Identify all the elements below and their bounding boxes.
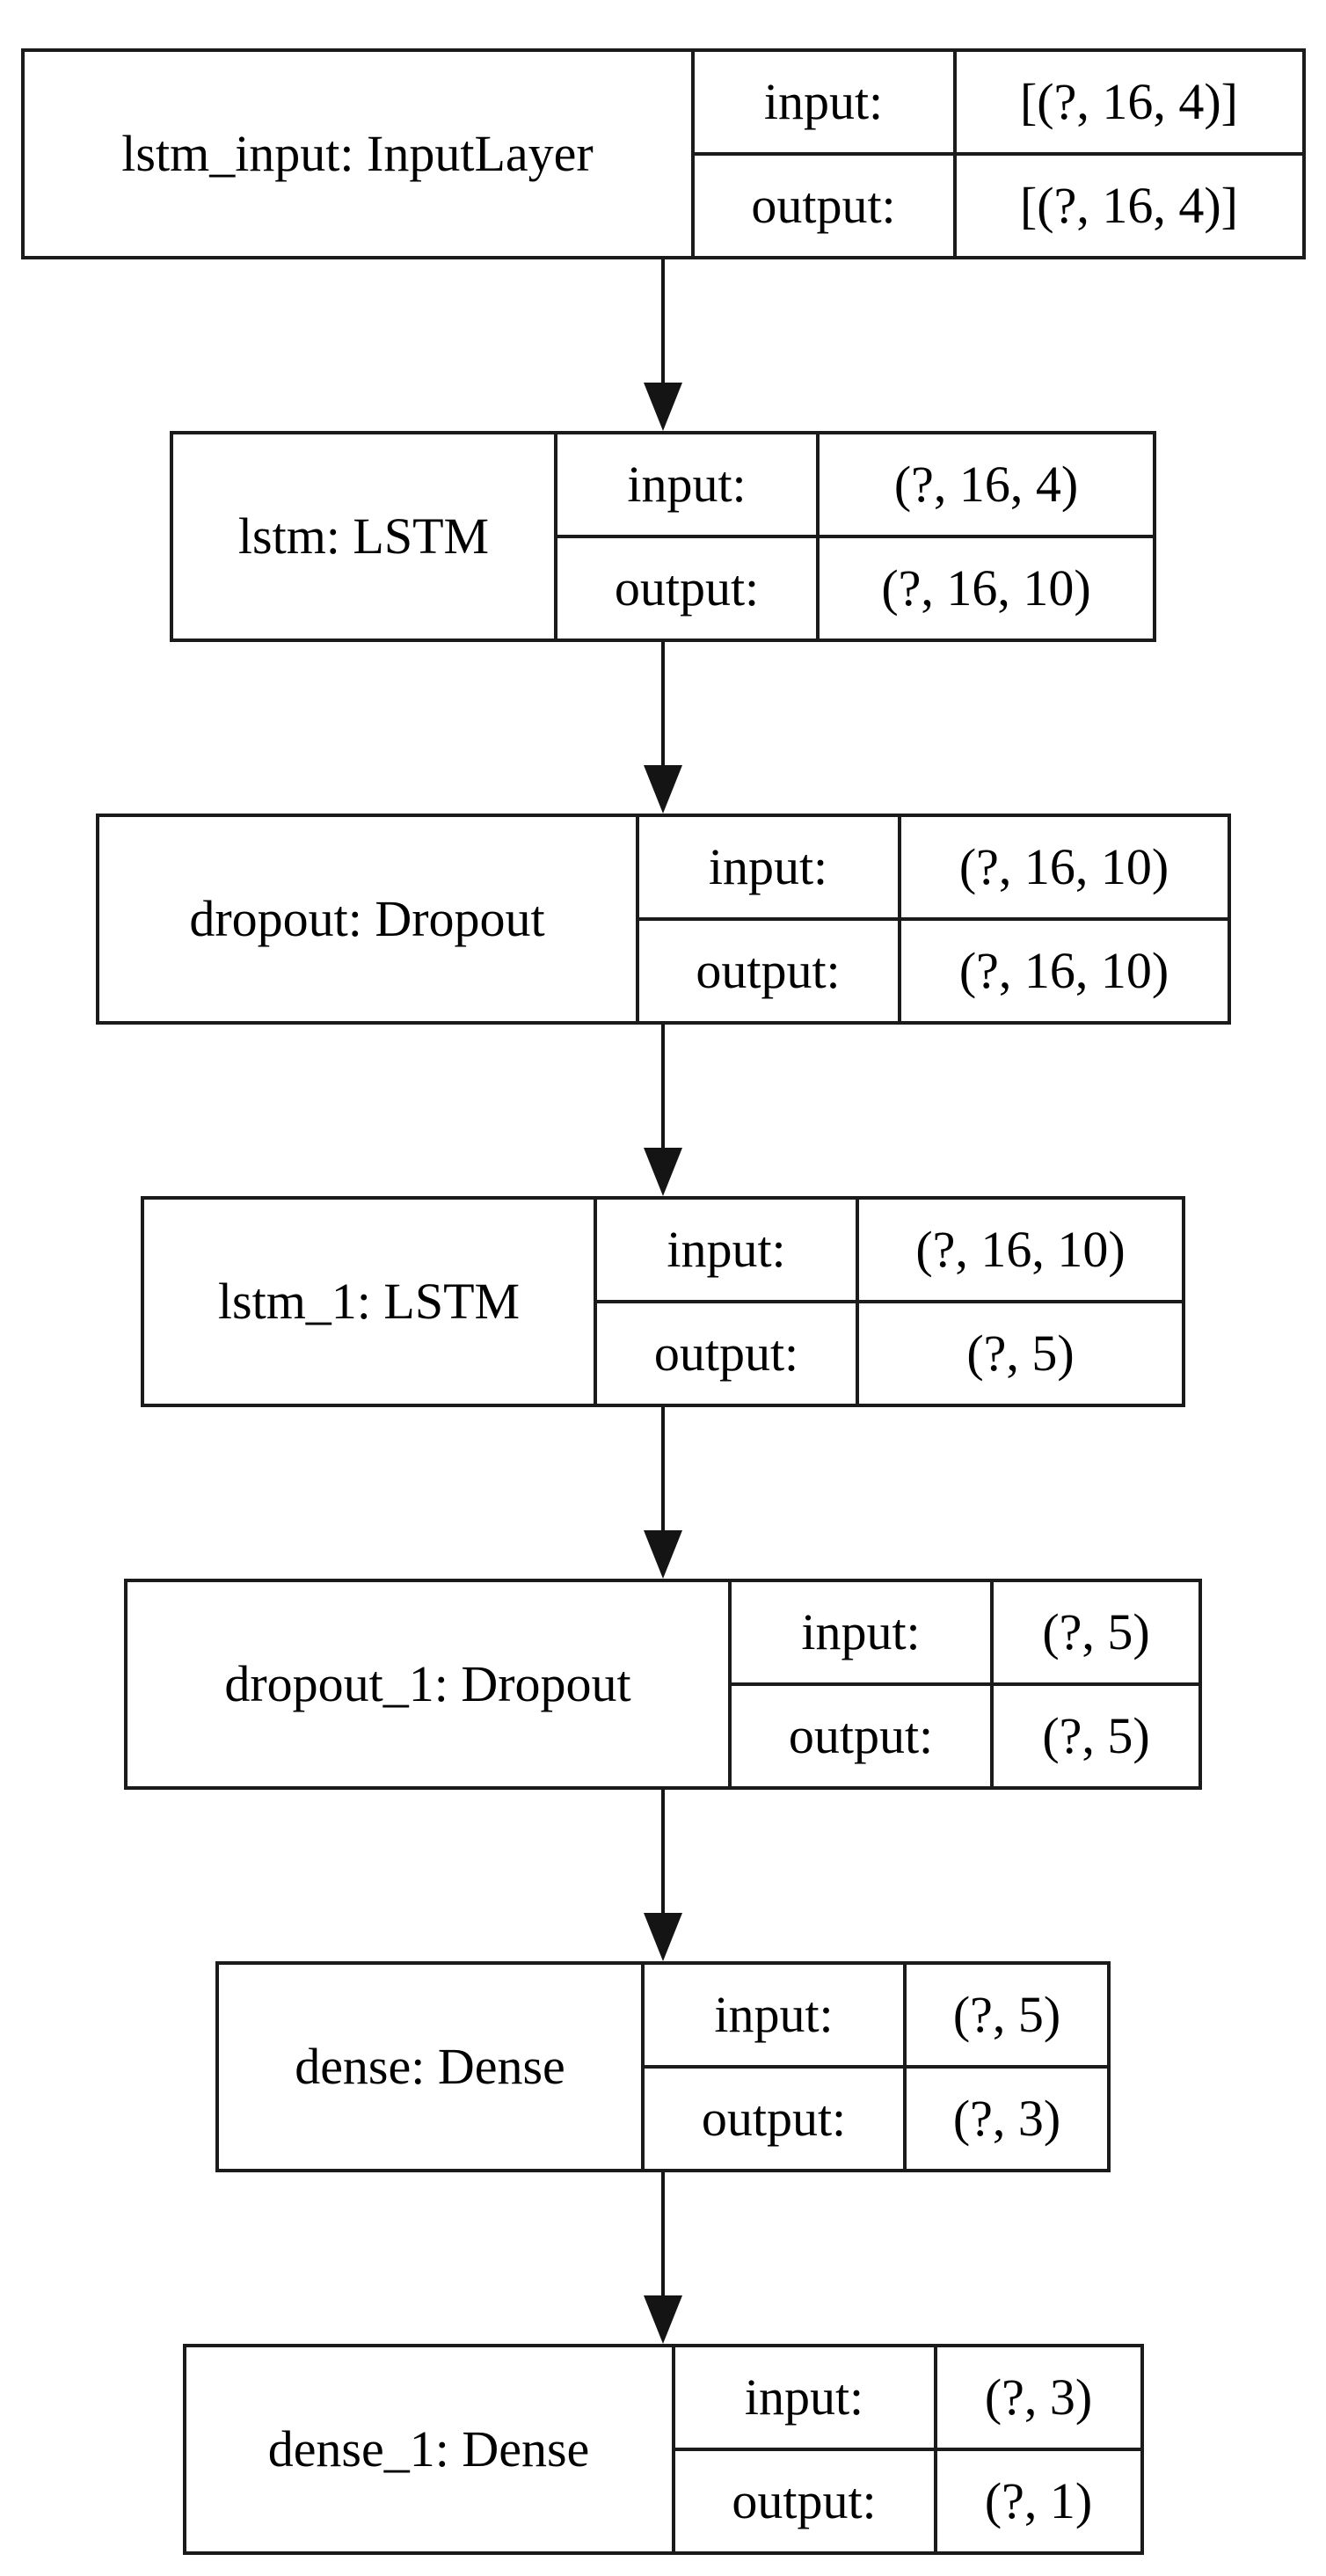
input-label: input: [732, 1582, 994, 1682]
layer-node-dropout-1: dropout_1: Dropout input: (?, 5) output:… [124, 1579, 1202, 1790]
arrowhead-down-icon [644, 383, 682, 431]
output-shape: [(?, 16, 4)] [1019, 177, 1238, 234]
edge-line [661, 259, 665, 383]
edge-line [661, 1025, 665, 1149]
input-shape: (?, 16, 10) [958, 838, 1169, 895]
layer-node-dropout: dropout: Dropout input: (?, 16, 10) outp… [95, 814, 1231, 1025]
edge-arrow [644, 1025, 682, 1196]
edge-line [661, 642, 665, 766]
arrowhead-down-icon [644, 1148, 682, 1196]
output-row: output: (?, 1) [674, 2448, 1140, 2551]
output-row: output: [(?, 16, 4)] [694, 152, 1302, 256]
output-label: output: [645, 2069, 907, 2169]
edge-arrow [644, 1790, 682, 1961]
input-row: input: (?, 16, 10) [597, 1200, 1182, 1300]
layer-io-table: input: (?, 5) output: (?, 3) [645, 1965, 1107, 2169]
output-row: output: (?, 16, 10) [557, 535, 1153, 639]
input-label: input: [695, 52, 957, 152]
layer-node-lstm-1: lstm_1: LSTM input: (?, 16, 10) output: … [141, 1196, 1185, 1407]
arrowhead-down-icon [644, 1530, 682, 1579]
output-label: output: [597, 1303, 859, 1404]
output-shape: (?, 3) [952, 2090, 1061, 2147]
input-shape: (?, 5) [952, 1986, 1061, 2043]
input-label: input: [597, 1200, 859, 1300]
edge-arrow [644, 259, 682, 431]
output-shape: (?, 1) [984, 2472, 1093, 2529]
input-shape: (?, 5) [1042, 1603, 1150, 1660]
layer-io-table: input: (?, 5) output: (?, 5) [732, 1582, 1198, 1786]
output-label: output: [675, 2451, 937, 2551]
input-row: input: (?, 16, 10) [639, 817, 1228, 917]
layer-name: dense_1: Dense [186, 2347, 675, 2551]
output-row: output: (?, 3) [645, 2065, 1107, 2169]
layer-node-lstm-input: lstm_input: InputLayer input: [(?, 16, 4… [20, 48, 1306, 259]
input-shape: (?, 3) [984, 2368, 1093, 2426]
edge-line [661, 1407, 665, 1531]
input-row: input: (?, 3) [675, 2347, 1140, 2448]
layer-io-table: input: (?, 16, 10) output: (?, 5) [597, 1200, 1182, 1404]
edge-arrow [644, 642, 682, 814]
layer-name: lstm_1: LSTM [144, 1200, 597, 1404]
arrowhead-down-icon [644, 765, 682, 814]
input-label: input: [675, 2347, 937, 2448]
output-row: output: (?, 5) [732, 1682, 1198, 1786]
output-row: output: (?, 5) [597, 1300, 1182, 1404]
layer-name: dropout_1: Dropout [128, 1582, 732, 1786]
input-shape: (?, 16, 4) [893, 456, 1079, 513]
output-shape: (?, 5) [1042, 1707, 1150, 1764]
layer-io-table: input: (?, 16, 10) output: (?, 16, 10) [638, 817, 1228, 1021]
input-label: input: [645, 1965, 907, 2065]
output-shape: (?, 16, 10) [881, 559, 1091, 617]
edge-arrow [644, 1407, 682, 1579]
layer-node-dense-1: dense_1: Dense input: (?, 3) output: (?,… [182, 2344, 1144, 2555]
input-shape: [(?, 16, 4)] [1019, 73, 1238, 130]
input-label: input: [639, 817, 901, 917]
layer-node-dense: dense: Dense input: (?, 5) output: (?, 3… [215, 1961, 1111, 2172]
output-label: output: [639, 921, 901, 1021]
arrowhead-down-icon [644, 2295, 682, 2344]
layer-name: dense: Dense [219, 1965, 645, 2169]
input-label: input: [557, 434, 820, 535]
input-row: input: (?, 16, 4) [557, 434, 1153, 535]
layer-name: lstm_input: InputLayer [25, 52, 695, 256]
input-row: input: (?, 5) [645, 1965, 1107, 2065]
layer-io-table: input: (?, 16, 4) output: (?, 16, 10) [557, 434, 1153, 639]
layer-name: dropout: Dropout [99, 817, 639, 1021]
layer-node-lstm: lstm: LSTM input: (?, 16, 4) output: (?,… [170, 431, 1156, 642]
edge-arrow [644, 2172, 682, 2344]
input-row: input: [(?, 16, 4)] [695, 52, 1302, 152]
arrowhead-down-icon [644, 1913, 682, 1961]
layer-io-table: input: (?, 3) output: (?, 1) [674, 2347, 1140, 2551]
output-label: output: [732, 1686, 994, 1786]
edge-line [661, 1790, 665, 1914]
output-label: output: [695, 156, 957, 256]
input-shape: (?, 16, 10) [915, 1221, 1126, 1278]
layer-name: lstm: LSTM [173, 434, 557, 639]
input-row: input: (?, 5) [732, 1582, 1198, 1682]
output-shape: (?, 16, 10) [958, 942, 1169, 999]
output-shape: (?, 5) [966, 1324, 1075, 1382]
layer-io-table: input: [(?, 16, 4)] output: [(?, 16, 4)] [694, 52, 1302, 256]
output-row: output: (?, 16, 10) [638, 917, 1228, 1021]
output-label: output: [557, 538, 820, 639]
edge-line [661, 2172, 665, 2296]
